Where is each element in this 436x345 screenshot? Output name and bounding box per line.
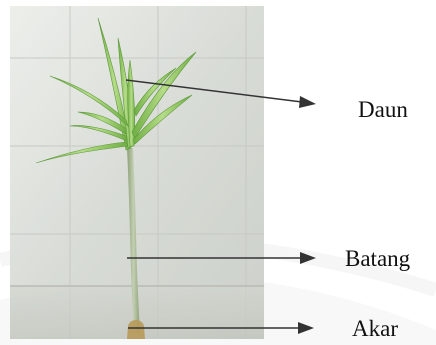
leaf-label: Daun xyxy=(358,98,408,121)
stem-label: Batang xyxy=(345,247,410,270)
root-label: Akar xyxy=(352,317,398,340)
leaf-pointer-head xyxy=(299,96,316,108)
